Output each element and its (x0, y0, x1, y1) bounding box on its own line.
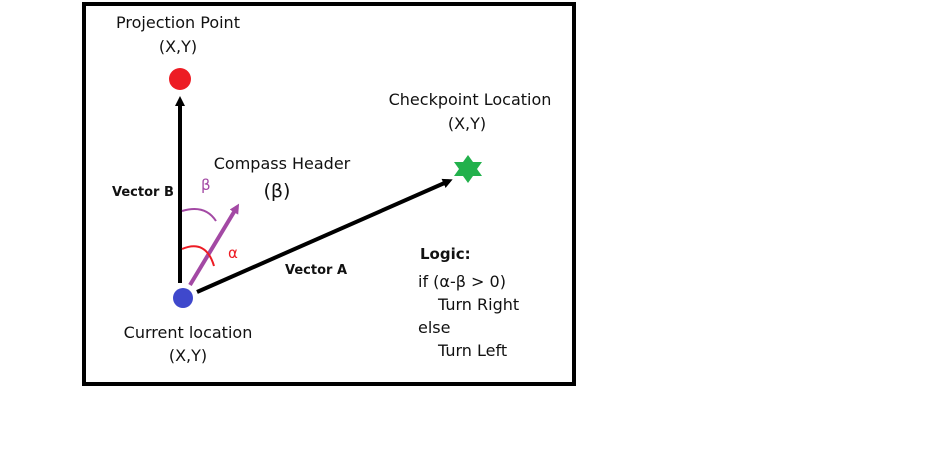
current-location-coords: (X,Y) (168, 346, 208, 365)
diagram-frame (82, 2, 576, 386)
checkpoint-location-coords: (X,Y) (447, 114, 487, 133)
checkpoint-star-icon (454, 155, 482, 183)
vector-a-arrow (196, 178, 453, 294)
current-location-dot (173, 288, 193, 308)
alpha-arc (181, 245, 215, 267)
logic-heading: Logic: (420, 245, 471, 263)
checkpoint-location-title: Checkpoint Location (388, 90, 552, 109)
vector-b-label: Vector B (112, 185, 174, 200)
compass-header-title: Compass Header (213, 154, 351, 173)
logic-line-turn-left: Turn Left (438, 341, 508, 360)
compass-header-arrow (188, 203, 240, 287)
logic-line-turn-right: Turn Right (438, 295, 520, 314)
logic-line-if: if (α-β > 0) (418, 272, 506, 291)
projection-point-dot (169, 68, 191, 90)
compass-header-symbol: (β) (263, 180, 291, 202)
alpha-symbol: α (228, 244, 238, 262)
current-location-title: Current location (123, 323, 253, 342)
logic-line-else: else (418, 318, 451, 337)
projection-point-coords: (X,Y) (158, 37, 198, 56)
beta-symbol: β (201, 176, 211, 194)
projection-point-title: Projection Point (116, 13, 240, 32)
beta-arc (181, 208, 217, 222)
vector-a-label: Vector A (285, 263, 348, 278)
